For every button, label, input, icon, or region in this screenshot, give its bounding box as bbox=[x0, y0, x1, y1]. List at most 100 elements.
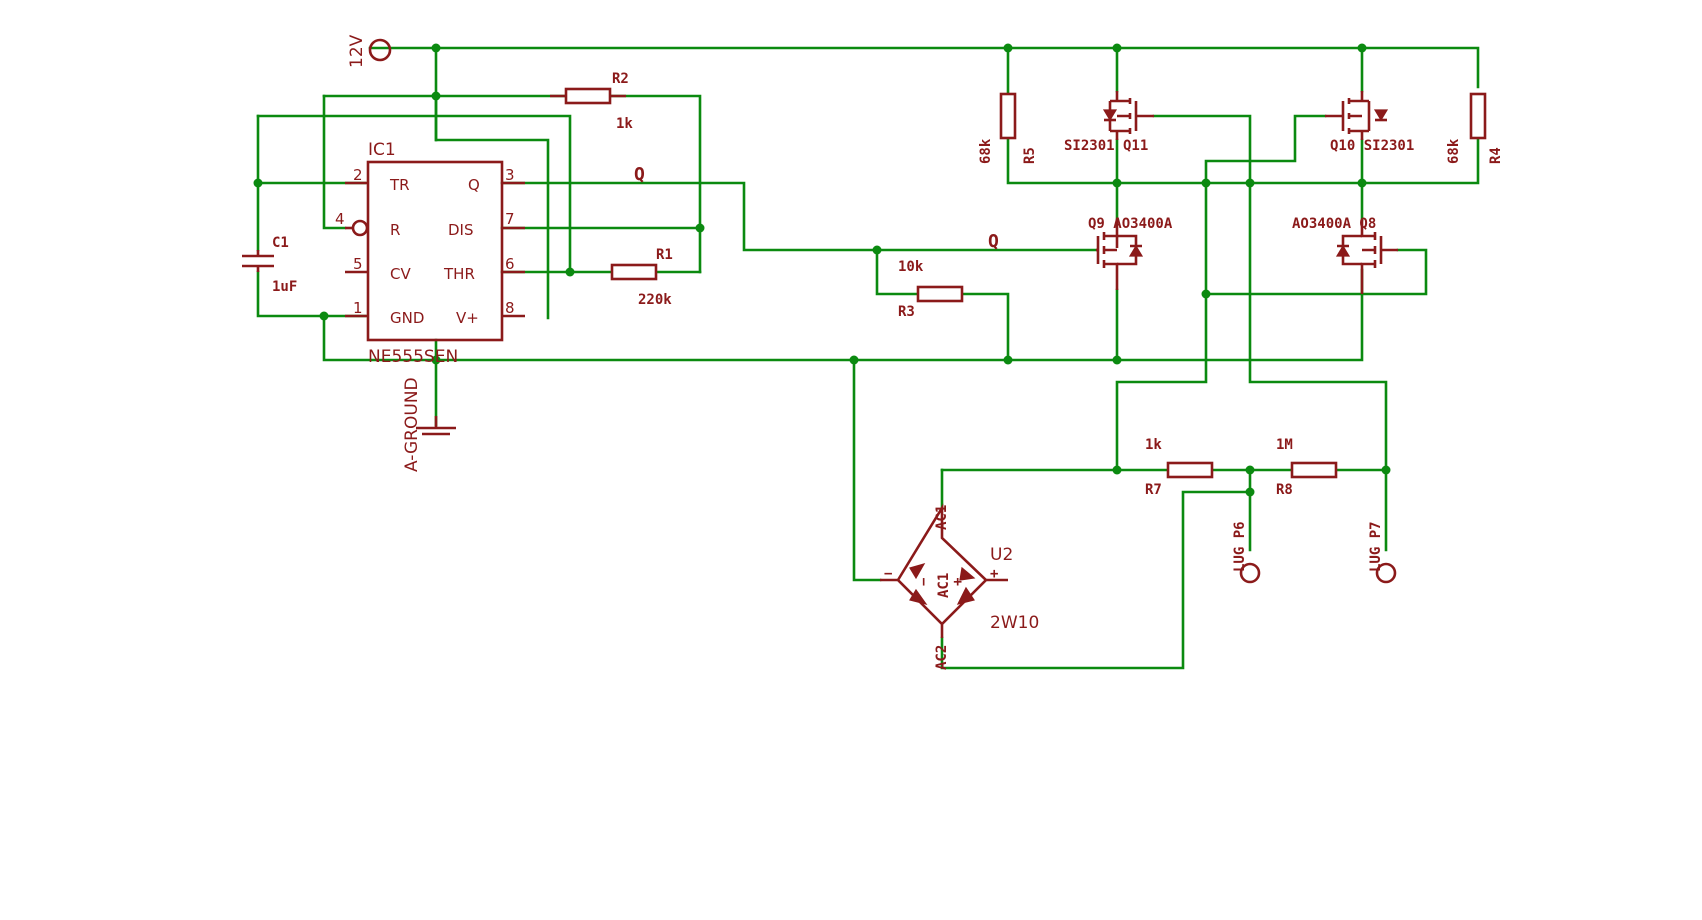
pin-num-3: 3 bbox=[505, 166, 515, 184]
junction bbox=[1357, 178, 1367, 188]
bridge-ac1-label: AC1 bbox=[934, 505, 950, 530]
resistor-r4: 68k R4 bbox=[1446, 92, 1504, 164]
resistor-r3: 10k R3 bbox=[898, 259, 964, 320]
lug-p6-label: LUG P6 bbox=[1232, 521, 1248, 572]
supply-label: 12V bbox=[347, 34, 367, 68]
capacitor-c1: C1 1uF bbox=[242, 235, 297, 295]
ground-icon bbox=[416, 416, 456, 436]
transistor-q11: SI2301 Q11 bbox=[1064, 91, 1154, 154]
wire-12v-rail bbox=[368, 46, 1480, 89]
body-diode-bar bbox=[1337, 234, 1362, 266]
pin-num-5: 5 bbox=[353, 255, 363, 273]
wire-q8-gate bbox=[1204, 248, 1428, 296]
net-label-q: Q bbox=[634, 164, 645, 185]
junction bbox=[695, 223, 705, 233]
pin-num-7: 7 bbox=[505, 210, 515, 228]
r3-name: R3 bbox=[898, 304, 915, 320]
ic1-reset-bubble bbox=[351, 219, 369, 237]
pin-thr-label: THR bbox=[443, 265, 475, 283]
lug-p7: LUG P7 bbox=[1368, 521, 1397, 584]
junction bbox=[1201, 178, 1211, 188]
wire-q10-drain bbox=[1115, 114, 1327, 472]
capacitor-icon bbox=[242, 250, 274, 272]
supply-12v: 12V bbox=[347, 34, 392, 68]
resistor-icon bbox=[1290, 461, 1338, 479]
transistor-q8: AO3400A Q8 bbox=[1292, 216, 1398, 294]
resistor-r1: R1 220k bbox=[610, 247, 673, 308]
junction bbox=[1381, 465, 1391, 475]
junction bbox=[1112, 43, 1122, 53]
r7-value: 1k bbox=[1145, 437, 1162, 453]
c1-value: 1uF bbox=[272, 279, 297, 295]
diode-icon bbox=[959, 566, 976, 581]
pin-num-2: 2 bbox=[353, 166, 363, 184]
pin-tr-label: TR bbox=[389, 176, 410, 194]
wire-r2-right bbox=[610, 94, 702, 274]
wire-r3-left bbox=[875, 248, 918, 296]
wire-q11-drain bbox=[1152, 114, 1388, 472]
r5-name: R5 bbox=[1022, 147, 1038, 164]
junction bbox=[1245, 465, 1255, 475]
u2-value: 2W10 bbox=[990, 613, 1039, 633]
pin-r-label: R bbox=[390, 221, 400, 239]
resistor-icon bbox=[1469, 92, 1487, 140]
pin-q-label: Q bbox=[468, 176, 480, 194]
r8-name: R8 bbox=[1276, 482, 1293, 498]
pmos-icon bbox=[1325, 91, 1371, 140]
pin-vplus-label: V+ bbox=[456, 309, 479, 327]
junction bbox=[1245, 178, 1255, 188]
u2-name: U2 bbox=[990, 545, 1013, 565]
resistor-r7: 1k R7 bbox=[1145, 437, 1214, 498]
body-diode-icon bbox=[1102, 109, 1118, 122]
junction bbox=[253, 178, 263, 188]
resistor-icon bbox=[999, 92, 1017, 140]
body-diode-bar bbox=[1117, 234, 1142, 266]
ground-symbol: A-GROUND bbox=[402, 377, 456, 472]
ic1-body bbox=[366, 160, 504, 342]
wire-c1-bottom bbox=[256, 270, 367, 318]
wire-q-out bbox=[500, 181, 1098, 252]
bridge-inner-plus: + bbox=[950, 578, 966, 586]
body-diode-icon bbox=[1373, 109, 1389, 122]
r7-name: R7 bbox=[1145, 482, 1162, 498]
junction bbox=[1245, 487, 1255, 497]
bridge-rectifier-u2: U2 2W10 AC1 AC2 − + − + AC1 bbox=[880, 503, 1039, 670]
q10-label: Q10 SI2301 bbox=[1330, 138, 1414, 154]
resistor-r2: R2 1k bbox=[550, 71, 633, 132]
r4-name: R4 bbox=[1488, 147, 1504, 164]
junction bbox=[319, 311, 329, 321]
pin-num-8: 8 bbox=[505, 299, 515, 317]
bridge-inner-minus: − bbox=[916, 578, 932, 586]
junction bbox=[872, 245, 882, 255]
wire-ac2-loop bbox=[940, 490, 1252, 670]
wire-r2-loop bbox=[322, 94, 347, 230]
pin-cv-label: CV bbox=[390, 265, 411, 283]
lug-p7-label: LUG P7 bbox=[1368, 521, 1384, 572]
r8-value: 1M bbox=[1276, 437, 1293, 453]
wires bbox=[256, 46, 1480, 670]
junction bbox=[1112, 178, 1122, 188]
pmos-icon bbox=[1108, 91, 1154, 140]
ground-label: A-GROUND bbox=[402, 377, 422, 472]
junction bbox=[431, 43, 441, 53]
r3-value: 10k bbox=[898, 259, 924, 275]
pin-dis-label: DIS bbox=[448, 221, 474, 239]
q9-label: Q9 AO3400A bbox=[1088, 216, 1173, 232]
bridge-ac2-label: AC2 bbox=[934, 645, 950, 670]
resistor-icon bbox=[916, 285, 964, 303]
lug-terminal-icon bbox=[1239, 562, 1261, 584]
r1-name: R1 bbox=[656, 247, 673, 263]
ic1-value: NE555SEN bbox=[368, 347, 458, 367]
c1-name: C1 bbox=[272, 235, 289, 251]
pin-num-4: 4 bbox=[335, 210, 345, 228]
junction bbox=[1003, 355, 1013, 365]
resistor-icon bbox=[610, 263, 658, 281]
r2-name: R2 bbox=[612, 71, 629, 87]
junction bbox=[431, 355, 441, 365]
ic1-timer: IC1 NE555SEN TR R CV GND Q DIS THR V+ 2 … bbox=[335, 140, 525, 367]
bridge-inner-ac: AC1 bbox=[936, 573, 952, 598]
wire-gnd-rail bbox=[322, 268, 1364, 362]
junction bbox=[1112, 355, 1122, 365]
